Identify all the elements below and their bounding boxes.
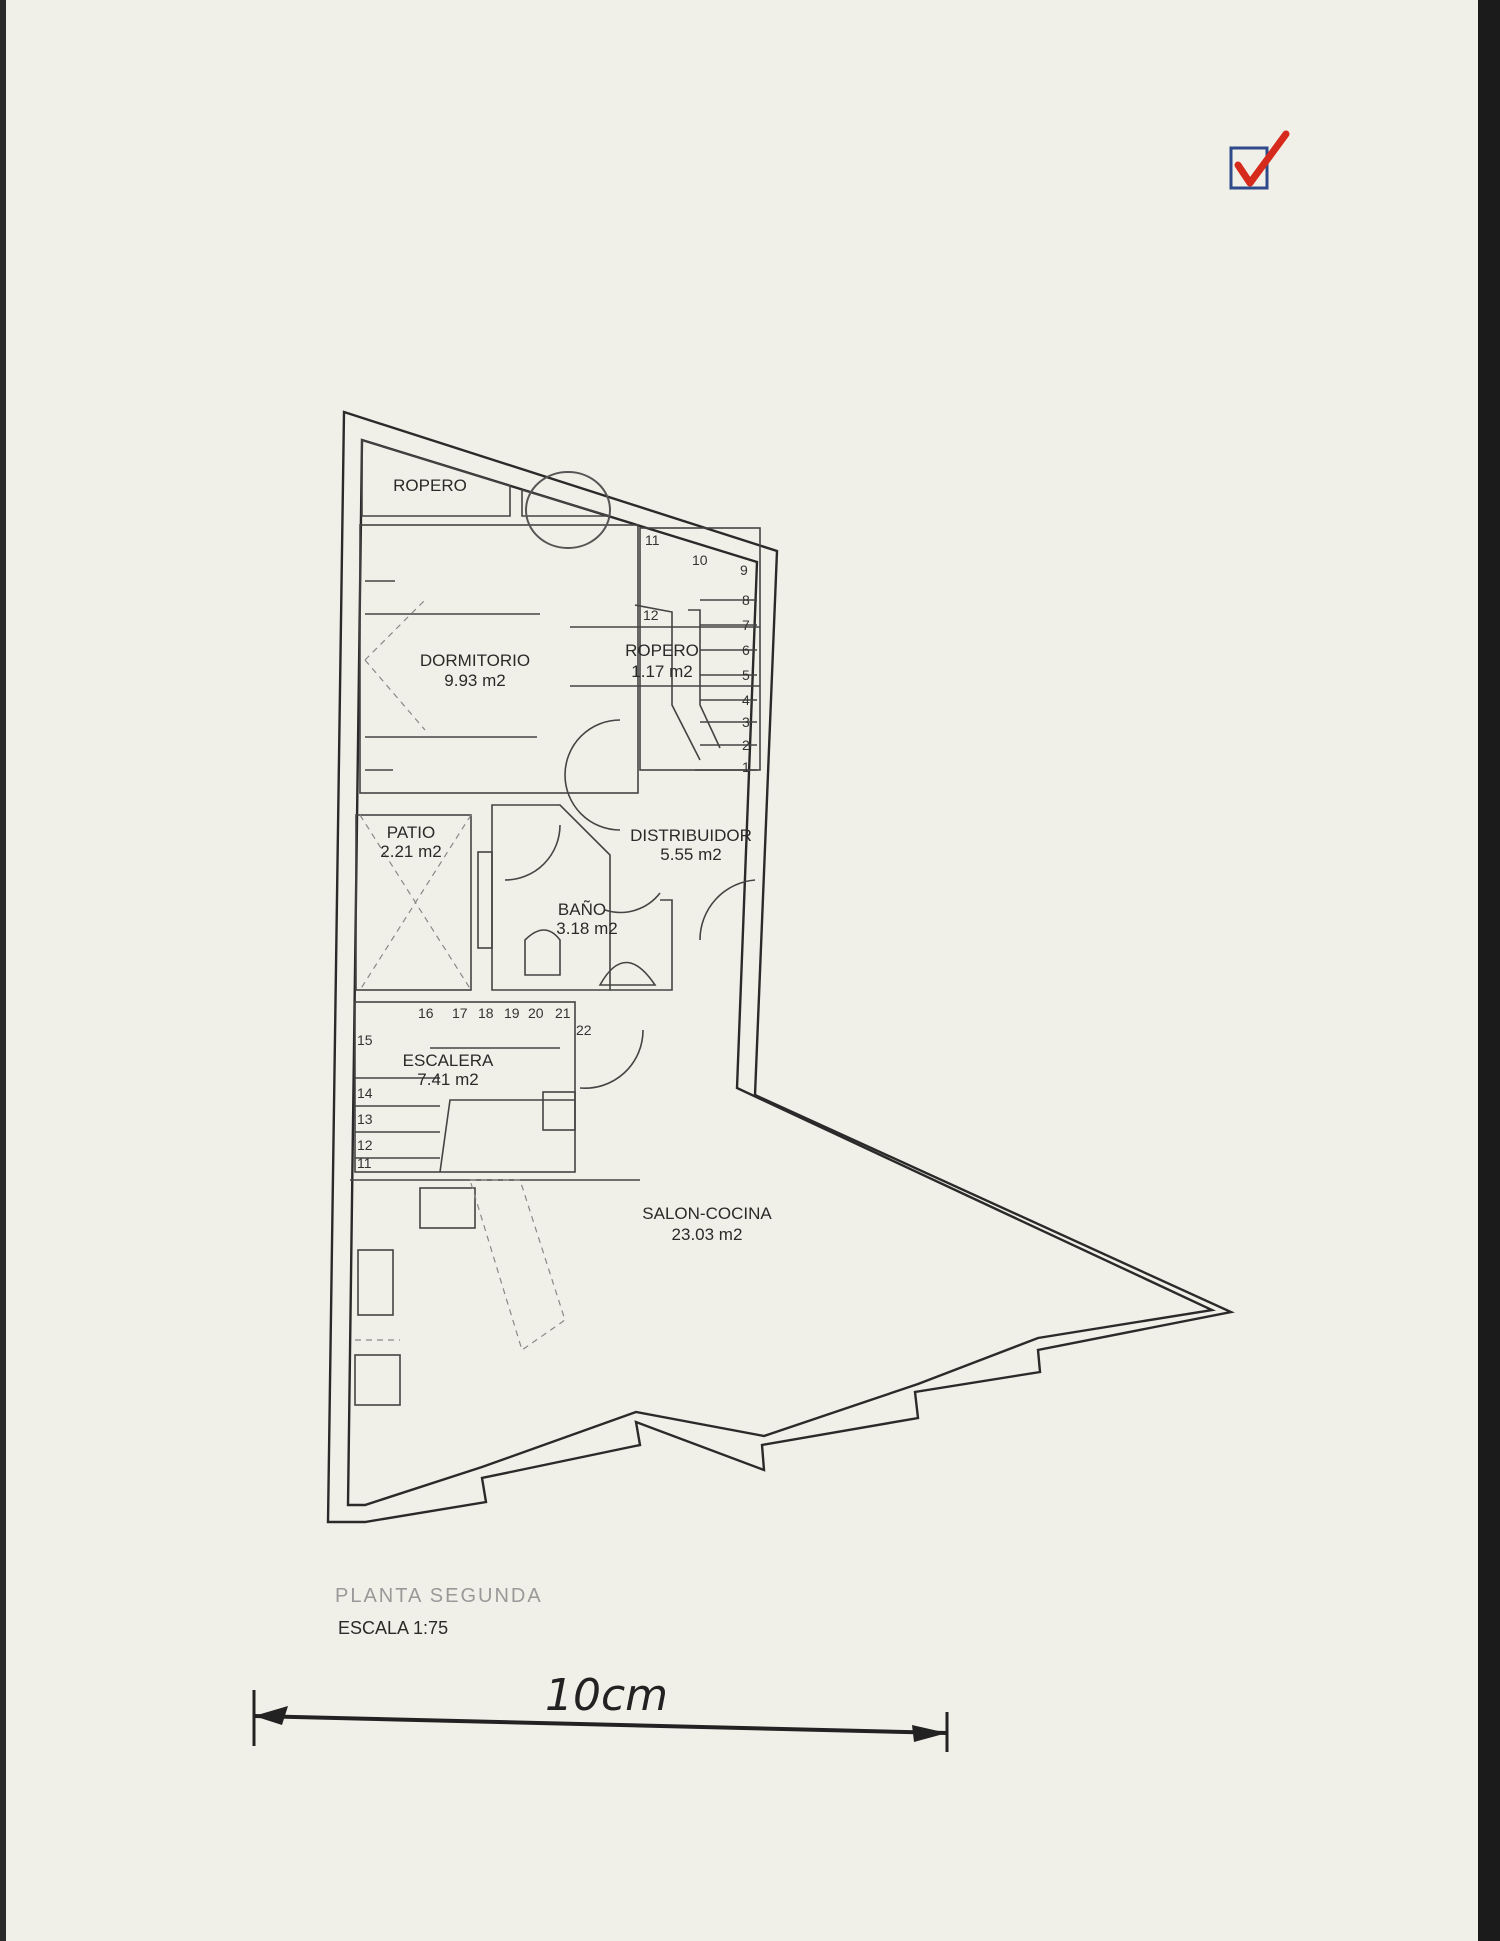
room-area-escalera: 7.41 m2 (417, 1070, 478, 1089)
room-area-patio: 2.21 m2 (380, 842, 441, 861)
svg-text:11: 11 (645, 532, 660, 548)
room-area-bano: 3.18 m2 (556, 919, 617, 938)
svg-text:7: 7 (742, 617, 750, 633)
svg-text:6: 6 (742, 642, 750, 658)
svg-text:1: 1 (742, 759, 750, 775)
stair-numbers-lower: 11 12 13 14 15 16 17 18 19 20 21 22 (357, 1005, 592, 1171)
svg-text:3: 3 (742, 714, 750, 730)
room-area-salon-cocina: 23.03 m2 (672, 1225, 743, 1244)
svg-text:15: 15 (357, 1032, 373, 1048)
stair-treads-upper (695, 599, 757, 771)
svg-text:10: 10 (692, 552, 708, 568)
svg-text:2: 2 (742, 737, 750, 753)
interior-walls (350, 438, 761, 1406)
room-label-ropero-2: ROPERO (625, 641, 699, 660)
svg-text:22: 22 (576, 1022, 592, 1038)
plan-scale: ESCALA 1:75 (338, 1618, 448, 1638)
room-label-escalera: ESCALERA (403, 1051, 494, 1070)
svg-text:14: 14 (357, 1085, 373, 1101)
svg-text:4: 4 (742, 692, 750, 708)
room-label-ropero: ROPERO (393, 476, 467, 495)
room-label-bano: BAÑO (558, 900, 606, 919)
svg-text:11: 11 (357, 1155, 372, 1171)
scan-edge-right (1478, 0, 1500, 1941)
svg-text:9: 9 (740, 562, 748, 578)
svg-text:13: 13 (357, 1111, 373, 1127)
svg-text:8: 8 (742, 592, 750, 608)
svg-text:12: 12 (643, 607, 659, 623)
room-label-patio: PATIO (387, 823, 436, 842)
svg-text:17: 17 (452, 1005, 468, 1021)
svg-text:18: 18 (478, 1005, 494, 1021)
svg-text:12: 12 (357, 1137, 373, 1153)
stair-numbers-upper: 11 10 9 8 7 6 5 4 3 2 1 12 (643, 532, 750, 775)
checkmark-icon (1229, 130, 1290, 190)
scan-edge-left (0, 0, 6, 1941)
scale-bar-label: 10cm (545, 1670, 668, 1721)
svg-text:16: 16 (418, 1005, 434, 1021)
outer-walls (326, 410, 1235, 1524)
svg-text:19: 19 (504, 1005, 520, 1021)
room-label-salon-cocina: SALON-COCINA (642, 1204, 772, 1223)
svg-text:5: 5 (742, 667, 750, 683)
room-label-distribuidor: DISTRIBUIDOR (630, 826, 752, 845)
plan-title: PLANTA SEGUNDA (335, 1585, 543, 1607)
room-area-ropero-2: 1.17 m2 (631, 662, 692, 681)
room-area-dormitorio: 9.93 m2 (444, 671, 505, 690)
scale-bar: 10cm (252, 1670, 949, 1752)
svg-text:21: 21 (555, 1005, 571, 1021)
svg-text:20: 20 (528, 1005, 544, 1021)
room-area-distribuidor: 5.55 m2 (660, 845, 721, 864)
room-label-dormitorio: DORMITORIO (420, 651, 530, 670)
